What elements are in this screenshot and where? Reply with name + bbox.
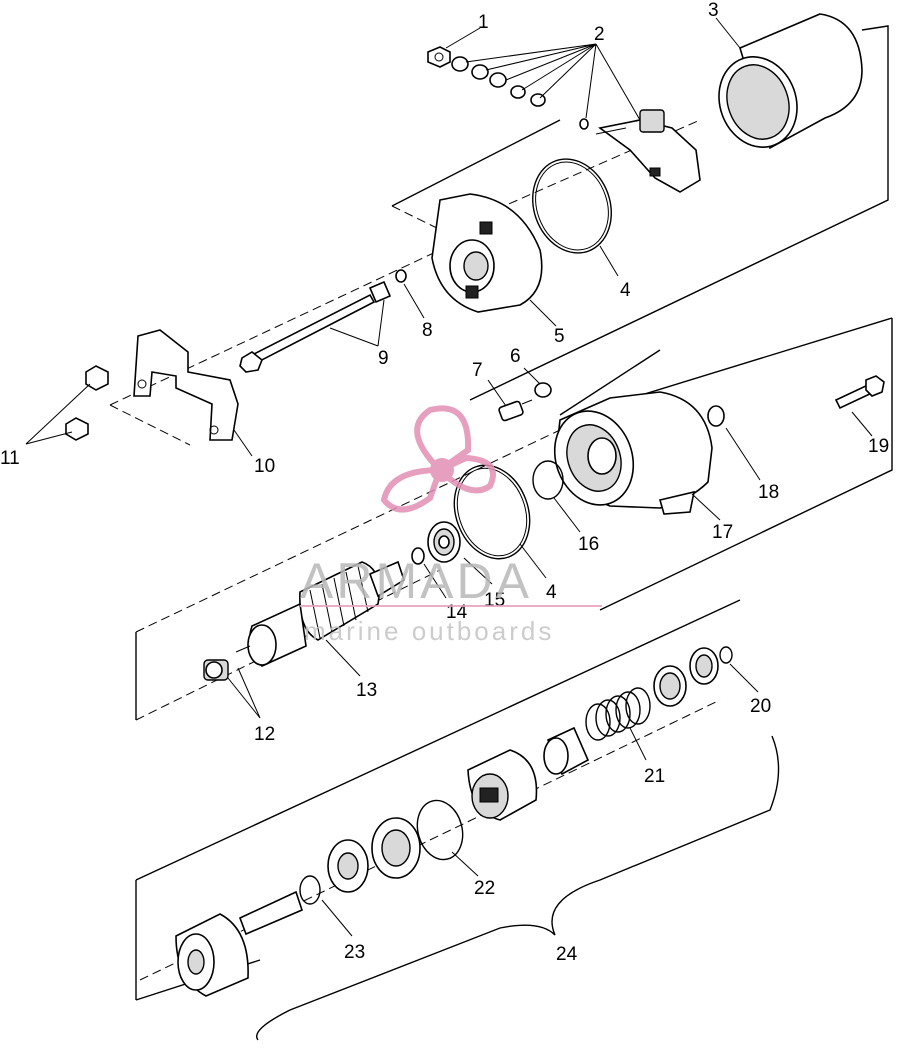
callout-13: 13 xyxy=(356,680,377,701)
callout-9: 9 xyxy=(378,348,389,369)
part-5-end-cover xyxy=(431,193,543,313)
part-15-bearing xyxy=(427,521,461,563)
part-23-snap-ring xyxy=(299,875,321,905)
clutch-plate xyxy=(371,817,421,879)
callout-7: 7 xyxy=(472,360,483,381)
propeller-logo-icon xyxy=(380,405,496,513)
callout-18: 18 xyxy=(758,482,779,503)
lower-clutch-group xyxy=(135,599,780,1041)
callout-21: 21 xyxy=(644,766,665,787)
callout-14: 14 xyxy=(446,602,468,623)
callout-10: 10 xyxy=(254,456,275,477)
callout-24: 24 xyxy=(556,944,578,965)
part-12-brush xyxy=(203,659,229,681)
callout-2: 2 xyxy=(594,24,605,45)
part-14-washer xyxy=(411,547,425,565)
part-20-circlip xyxy=(719,646,733,664)
part-9-through-bolt xyxy=(239,280,392,373)
part-10-bracket xyxy=(133,329,239,441)
part-21-spring xyxy=(585,687,651,741)
planetary-gear-shaft xyxy=(175,890,303,997)
part-8-washer xyxy=(395,269,407,283)
part-2-washer-stack xyxy=(451,56,589,130)
clutch-washer xyxy=(327,839,369,893)
callout-19: 19 xyxy=(868,436,889,457)
part-7-bolt xyxy=(498,399,533,422)
callout-5: 5 xyxy=(554,326,565,347)
callout-17: 17 xyxy=(712,522,733,543)
part-17-front-housing xyxy=(553,391,713,515)
part-1-nut xyxy=(427,46,451,68)
callout-22: 22 xyxy=(474,878,495,899)
middle-assembly-group xyxy=(135,317,893,721)
part-13-armature xyxy=(235,560,405,667)
part-16-o-ring xyxy=(532,460,564,500)
part-3-yoke-housing xyxy=(718,13,863,150)
callout-16: 16 xyxy=(578,534,599,555)
part-4-o-ring-lower xyxy=(453,464,531,560)
leader-lines xyxy=(25,17,873,937)
callout-8: 8 xyxy=(422,320,433,341)
armada-watermark: ARMADA marine outboards xyxy=(300,405,602,646)
callout-4: 4 xyxy=(620,280,631,301)
sleeve xyxy=(543,726,590,776)
pinion-gear xyxy=(467,749,538,821)
callout-labels: 1 2 3 4 5 8 9 11 10 7 6 19 18 17 16 15 4… xyxy=(0,0,889,965)
callout-3: 3 xyxy=(708,0,719,21)
callout-23: 23 xyxy=(344,942,365,963)
brush-holder-assembly xyxy=(595,109,701,193)
part-19-bolt xyxy=(834,375,885,410)
part-4-o-ring-upper xyxy=(531,158,613,254)
part-6-nut xyxy=(534,382,552,398)
watermark-tagline: marine outboards xyxy=(304,616,554,646)
upper-assembly-group xyxy=(65,13,889,446)
callout-6: 6 xyxy=(510,346,521,367)
stop-collar xyxy=(653,647,719,707)
callout-12: 12 xyxy=(254,724,275,745)
callout-1: 1 xyxy=(478,12,489,33)
part-11-bolts xyxy=(65,365,109,441)
watermark-brand: ARMADA xyxy=(300,553,532,609)
callout-4b: 4 xyxy=(546,582,557,603)
part-24-brace xyxy=(256,735,780,1041)
callout-20: 20 xyxy=(750,696,771,717)
callout-11: 11 xyxy=(0,448,20,469)
part-18-washer xyxy=(707,405,725,427)
